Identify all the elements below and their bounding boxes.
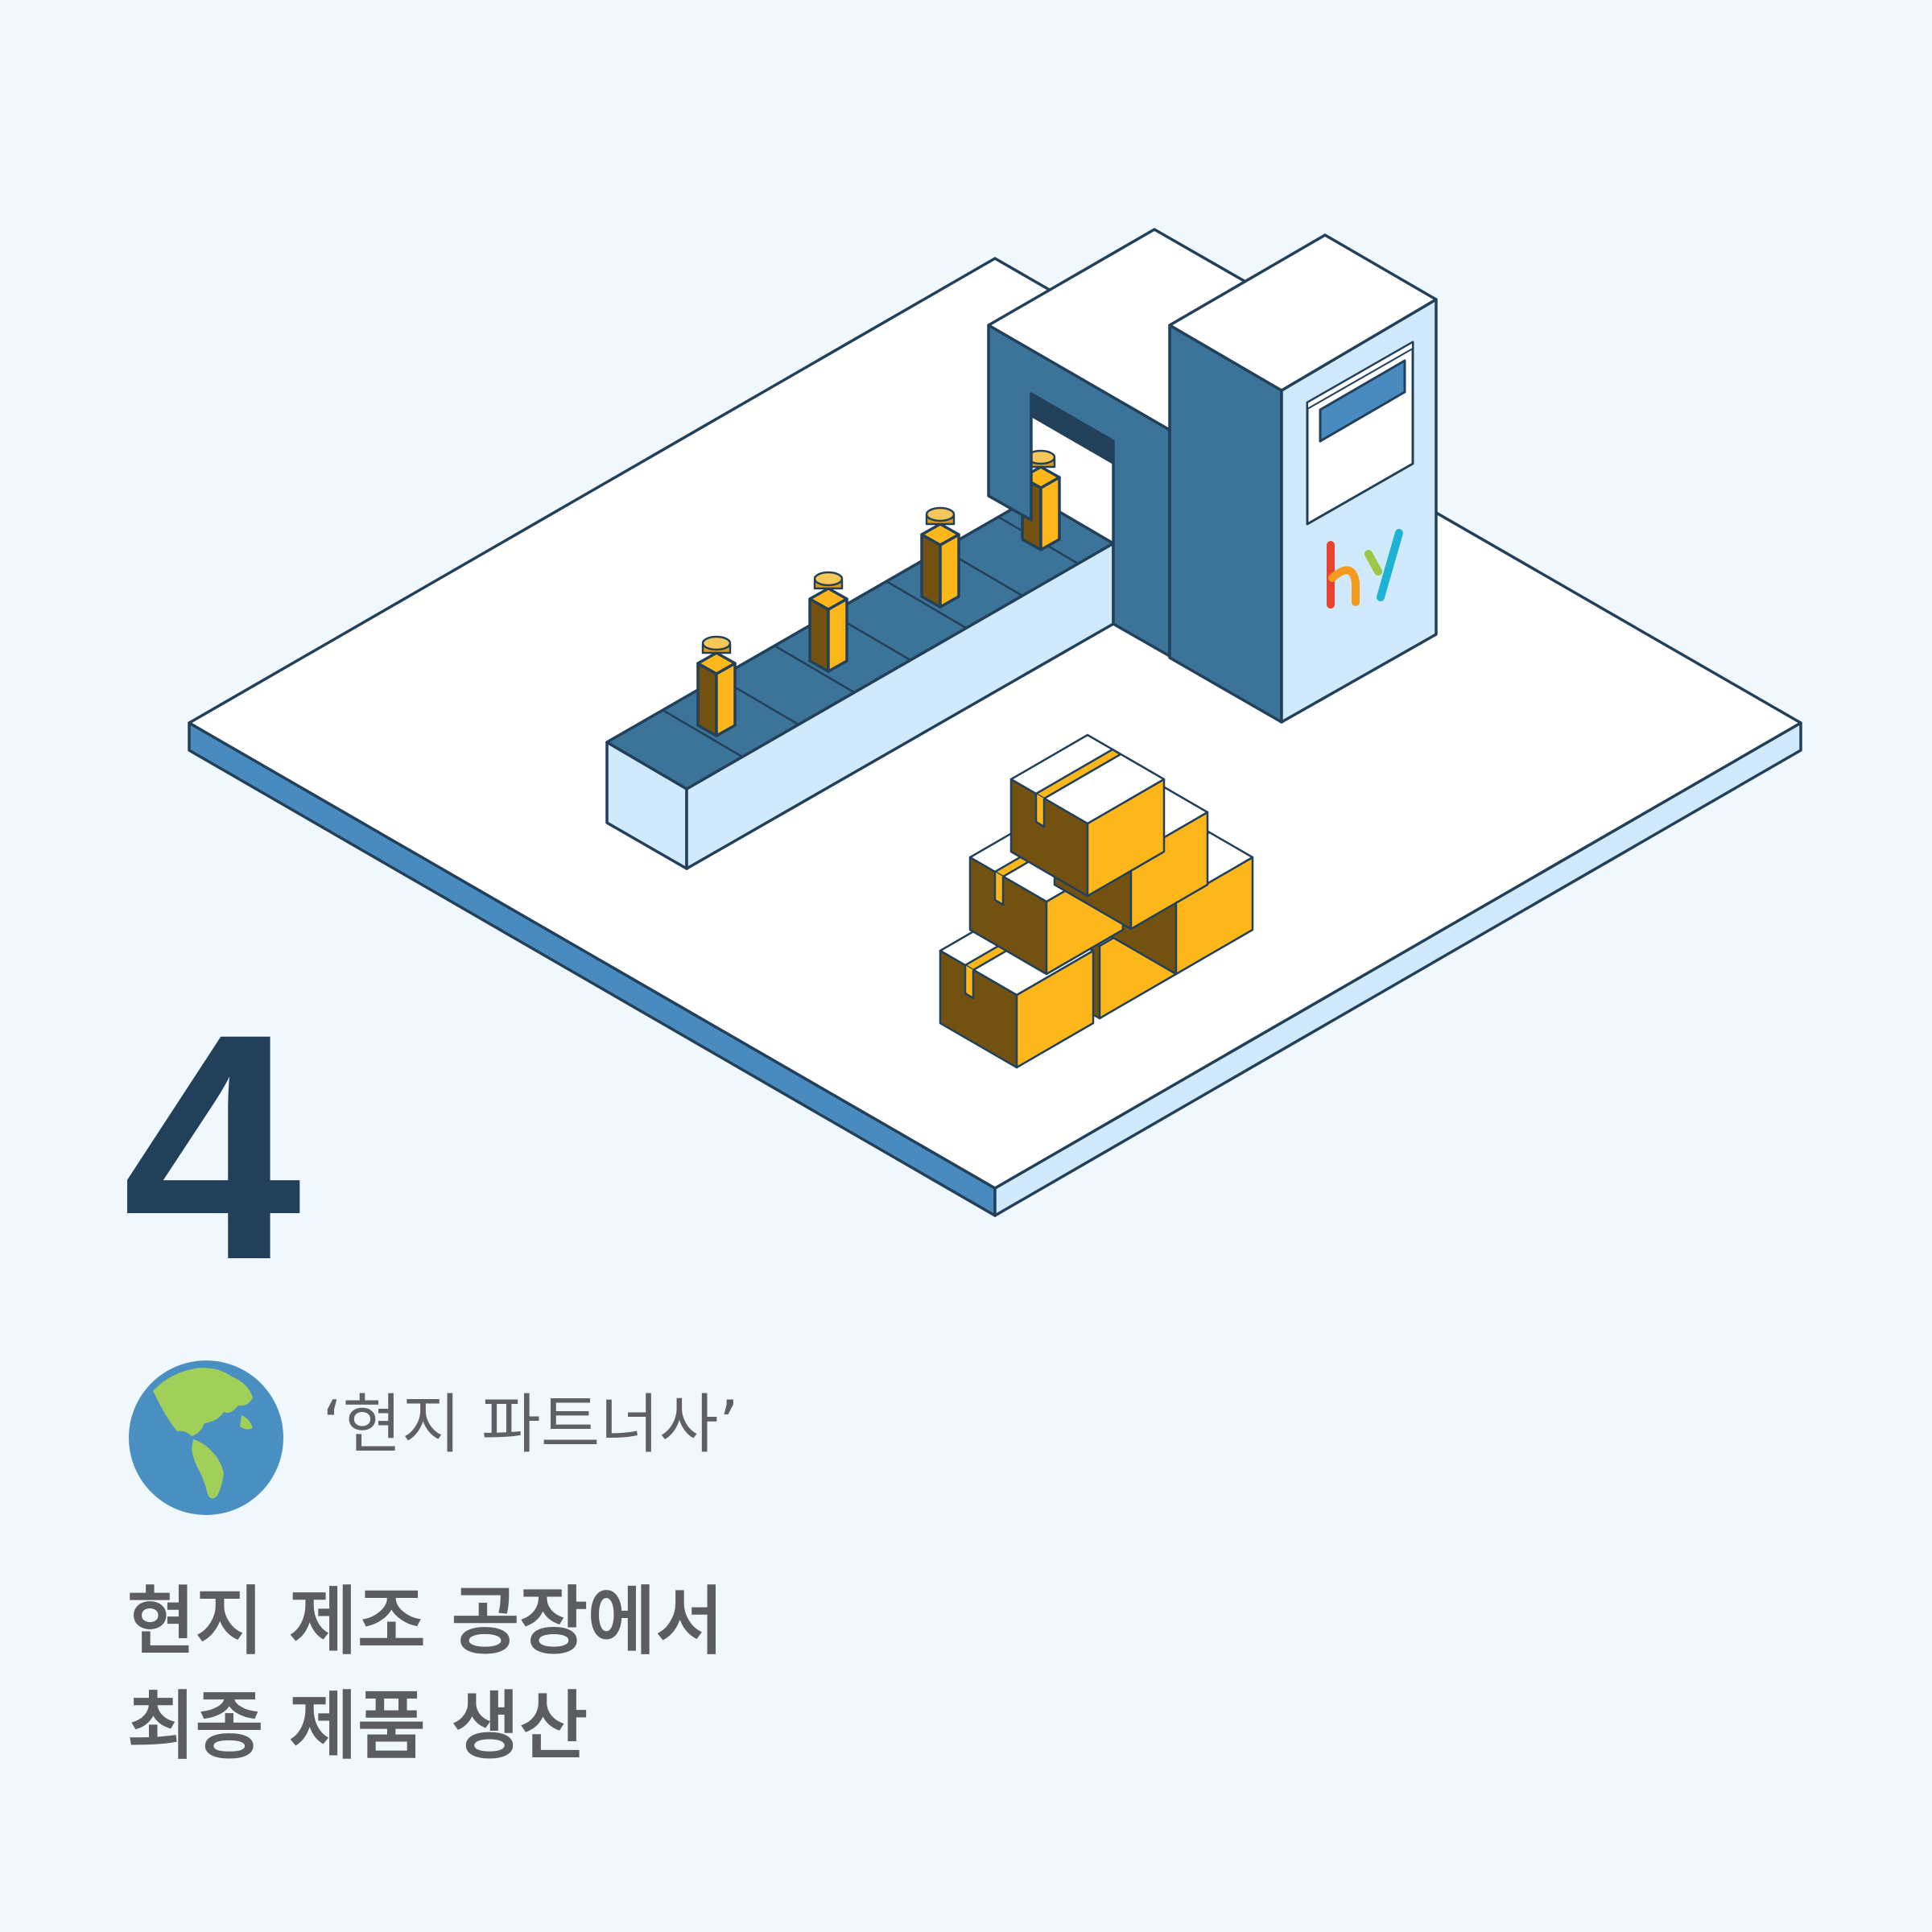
headline-line-1: 현지 제조 공장에서 [127,1579,724,1665]
headline-line-2: 최종 제품 생산 [127,1683,588,1769]
headline: 현지 제조 공장에서 최종 제품 생산 [127,1570,724,1779]
bottle [696,635,737,737]
partner-label: ‘현지 파트너사’ [322,1387,739,1462]
hy-logo [1327,529,1403,609]
globe-americas-icon [129,1360,283,1515]
control-tower [1168,233,1438,724]
factory-scene [188,228,1802,1217]
step-number: 4 [122,967,302,1327]
box-stack [939,733,1254,1069]
bottle [808,571,848,673]
control-screen [1306,341,1414,526]
bottle [920,506,960,609]
box [1009,733,1166,898]
